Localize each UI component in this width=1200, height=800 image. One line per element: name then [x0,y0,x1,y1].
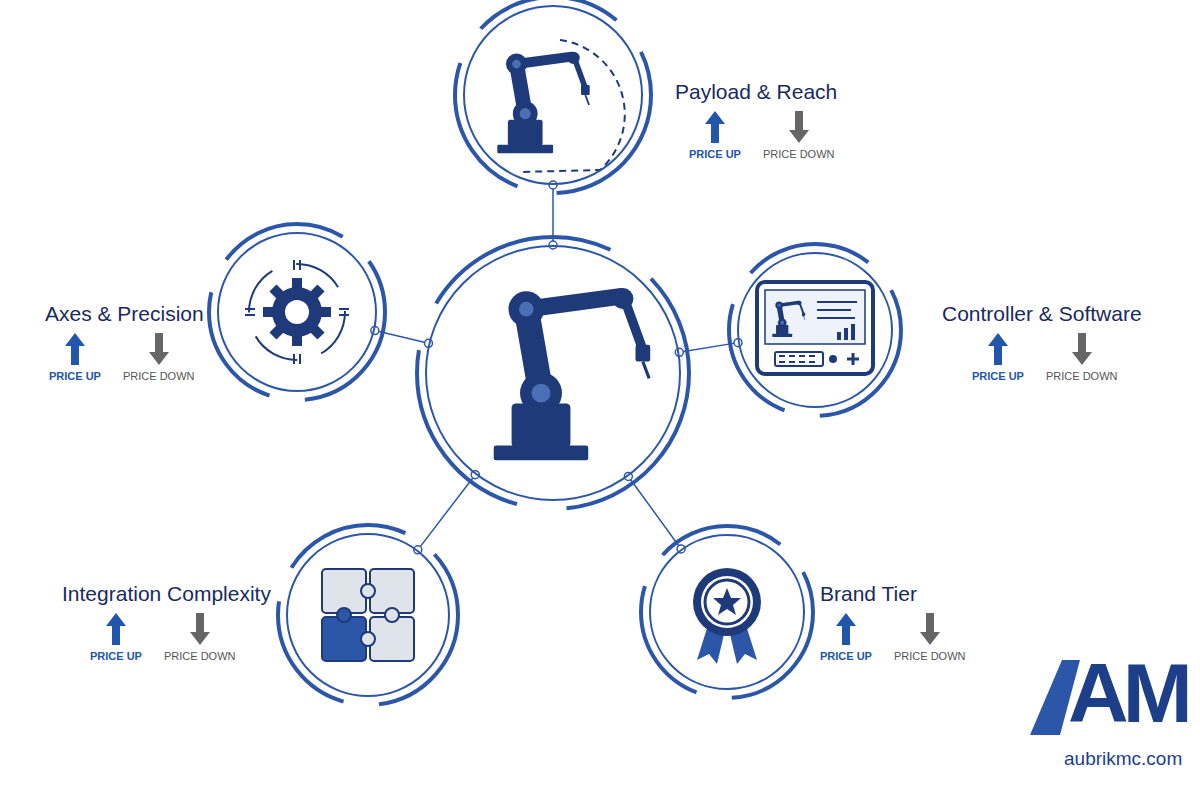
connector-line [679,343,738,353]
price-down-label: PRICE DOWN [763,148,835,160]
connector-line [418,475,475,550]
connector-line [552,185,554,245]
down-arrow [788,110,810,144]
up-arrow [64,332,86,366]
up-arrow [105,612,127,646]
down-arrow [919,612,941,646]
factor-heading: Payload & Reach [675,80,856,104]
factor-circle: Controller & SoftwarePRICE UPPRICE DOWN [737,252,893,408]
junction-dot [371,327,379,335]
factor-circle: Integration ComplexityPRICE UPPRICE DOWN [286,533,450,697]
factor-heading: Axes & Precision [45,302,216,326]
factor-label-group: Controller & SoftwarePRICE UP PRICE DOWN [942,302,1142,382]
logo-url: aubrikmc.com [1064,748,1182,770]
factor-circle: Payload & ReachPRICE UPPRICE DOWN [463,5,643,185]
junction-dot [677,545,685,553]
logo-mark: AM [1068,645,1187,742]
factor-circle: Axes & PrecisionPRICE UPPRICE DOWN [217,232,377,392]
price-up-label: PRICE UP [90,650,142,662]
factor-heading: Controller & Software [942,302,1142,326]
down-arrow [148,332,170,366]
factor-circle: Brand TierPRICE UPPRICE DOWN [649,534,805,690]
junction-dot [414,546,422,554]
factor-label-group: Axes & PrecisionPRICE UP PRICE DOWN [45,302,216,382]
down-arrow [1071,332,1093,366]
connector-line [628,476,681,548]
up-arrow [835,612,857,646]
up-arrow [987,332,1009,366]
price-up-label: PRICE UP [972,370,1024,382]
factor-heading: Integration Complexity [62,582,271,606]
connector-line [375,331,429,344]
price-down-label: PRICE DOWN [894,650,966,662]
junction-dot [549,181,557,189]
factor-circle [425,245,681,501]
up-arrow [704,110,726,144]
down-arrow [189,612,211,646]
price-down-label: PRICE DOWN [123,370,195,382]
price-up-label: PRICE UP [689,148,741,160]
price-down-label: PRICE DOWN [164,650,236,662]
factor-label-group: Brand TierPRICE UP PRICE DOWN [820,582,987,662]
junction-dot [624,472,632,480]
junction-dot [424,339,432,347]
price-up-label: PRICE UP [49,370,101,382]
factor-heading: Brand Tier [820,582,987,606]
factor-label-group: Payload & ReachPRICE UP PRICE DOWN [675,80,856,160]
price-up-label: PRICE UP [820,650,872,662]
factor-label-group: Integration ComplexityPRICE UP PRICE DOWN [62,582,271,662]
price-down-label: PRICE DOWN [1046,370,1118,382]
junction-dot [471,471,479,479]
